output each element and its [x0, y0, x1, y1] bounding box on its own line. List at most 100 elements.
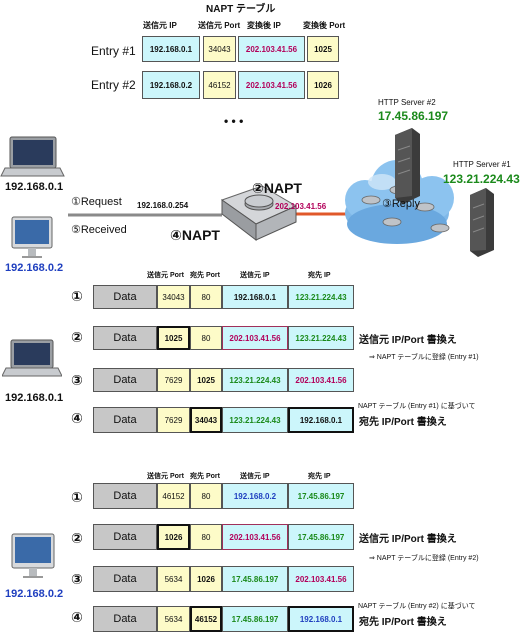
napt-header-nat-port: 変換後 Port — [303, 21, 346, 30]
napt-header-src-ip: 送信元 IP — [143, 21, 177, 30]
http-server-2-icon — [395, 128, 420, 204]
flow2-step4-number: ④ — [71, 609, 83, 625]
flow1-row1-src-port: 34043 — [157, 285, 190, 309]
flow1-row1-dst-port: 80 — [190, 285, 222, 309]
flow1-client-ip: 192.168.0.1 — [5, 392, 64, 404]
napt-entry1-src-port: 34043 — [203, 36, 236, 62]
flow2-step3-number: ③ — [71, 571, 83, 587]
napt-header-nat-ip: 変換後 IP — [247, 21, 281, 30]
imac-client-2-icon — [11, 216, 53, 258]
flow2-row2-src-port: 1026 — [157, 524, 190, 550]
client1-ip: 192.168.0.1 — [5, 181, 64, 193]
flow2-row3-data: Data — [93, 566, 157, 592]
flow2-note4a: NAPT テーブル (Entry #2) に基づいて — [358, 603, 476, 610]
flow1-note2b: ⇒ NAPT テーブルに登録 (Entry #1) — [369, 354, 479, 361]
flow1-step1-number: ① — [71, 288, 83, 304]
napt-entry1-nat-ip: 202.103.41.56 — [238, 36, 305, 62]
flow1-row4-src-port: 7629 — [157, 407, 190, 433]
flow1-row2-dst-ip: 123.21.224.43 — [288, 326, 354, 350]
flow1-row4-src-ip: 123.21.224.43 — [222, 407, 288, 433]
client2-ip: 192.168.0.2 — [5, 262, 64, 274]
flow1-step3-number: ③ — [71, 372, 83, 388]
server1-ip: 123.21.224.43 — [443, 172, 520, 186]
laptop-client-1-icon — [0, 136, 65, 177]
flow1-note2: 送信元 IP/Port 書換え — [359, 335, 457, 346]
napt-ellipsis: • • • — [224, 114, 244, 128]
flow1-note4b: 宛先 IP/Port 書換え — [359, 417, 447, 428]
flow1-header-dst-ip: 宛先 IP — [308, 272, 331, 279]
server2-ip: 17.45.86.197 — [378, 109, 449, 123]
flow2-note4b: 宛先 IP/Port 書換え — [359, 617, 447, 628]
flow1-row3-dst-ip: 202.103.41.56 — [288, 368, 354, 392]
flow2-row3-src-port: 5634 — [157, 566, 190, 592]
flow2-row2-dst-ip: 17.45.86.197 — [288, 524, 354, 550]
flow2-row4-dst-port: 46152 — [190, 606, 222, 632]
flow2-row2-data: Data — [93, 524, 157, 550]
flow2-note2: 送信元 IP/Port 書換え — [359, 534, 457, 545]
napt-entry1-nat-port: 1025 — [307, 36, 339, 62]
napt-router-icon — [220, 185, 298, 242]
napt-header-src-port: 送信元 Port — [198, 21, 241, 30]
napt-entry2-src-port: 46152 — [203, 71, 236, 99]
napt-entry1-src-ip: 192.168.0.1 — [142, 36, 200, 62]
flow2-header-dst-ip: 宛先 IP — [308, 473, 331, 480]
request-label: ①Request — [71, 196, 122, 208]
laptop-client-1-icon — [2, 339, 62, 377]
flow1-header-dst-port: 宛先 Port — [190, 272, 220, 279]
flow2-row1-src-ip: 192.168.0.2 — [222, 483, 288, 509]
napt-entry2-nat-ip: 202.103.41.56 — [238, 71, 305, 99]
flow1-row4-dst-port: 34043 — [190, 407, 222, 433]
flow2-row2-src-ip: 202.103.41.56 — [222, 524, 288, 550]
flow2-step1-number: ① — [71, 489, 83, 505]
flow1-step2-number: ② — [71, 329, 83, 345]
router-wan-ip: 202.103.41.56 — [275, 202, 327, 211]
flow2-row1-dst-port: 80 — [190, 483, 222, 509]
flow1-row2-src-ip: 202.103.41.56 — [222, 326, 288, 350]
napt-entry2-src-ip: 192.168.0.2 — [142, 71, 200, 99]
flow1-row1-data: Data — [93, 285, 157, 309]
flow1-step4-number: ④ — [71, 410, 83, 426]
flow1-row4-data: Data — [93, 407, 157, 433]
flow2-row4-data: Data — [93, 606, 157, 632]
napt-entry2-label: Entry #2 — [91, 78, 136, 92]
napt-table-title: NAPT テーブル — [206, 4, 276, 15]
flow2-row1-data: Data — [93, 483, 157, 509]
flow2-row3-dst-port: 1026 — [190, 566, 222, 592]
flow1-row2-dst-port: 80 — [190, 326, 222, 350]
flow2-step2-number: ② — [71, 530, 83, 546]
flow1-row2-src-port: 1025 — [157, 326, 190, 350]
flow2-row4-src-port: 5634 — [157, 606, 190, 632]
napt-entry1-label: Entry #1 — [91, 44, 136, 58]
flow2-header-dst-port: 宛先 Port — [190, 473, 220, 480]
flow1-row3-data: Data — [93, 368, 157, 392]
flow1-row1-dst-ip: 123.21.224.43 — [288, 285, 354, 309]
napt-step2-label: ②NAPT — [252, 180, 302, 196]
flow2-row3-src-ip: 17.45.86.197 — [222, 566, 288, 592]
flow1-row3-dst-port: 1025 — [190, 368, 222, 392]
flow2-header-src-ip: 送信元 IP — [240, 473, 270, 480]
router-lan-ip: 192.168.0.254 — [137, 201, 189, 210]
network-diagram — [0, 128, 494, 258]
flow1-header-src-port: 送信元 Port — [147, 272, 184, 279]
flow2-row1-src-port: 46152 — [157, 483, 190, 509]
server1-name: HTTP Server #1 — [453, 160, 511, 169]
flow2-header-src-port: 送信元 Port — [147, 473, 184, 480]
flow1-row3-src-ip: 123.21.224.43 — [222, 368, 288, 392]
flow1-row1-src-ip: 192.168.0.1 — [222, 285, 288, 309]
napt-entry2-nat-port: 1026 — [307, 71, 339, 99]
flow2-row1-dst-ip: 17.45.86.197 — [288, 483, 354, 509]
flow1-row2-data: Data — [93, 326, 157, 350]
imac-client-2-icon — [11, 533, 55, 578]
flow2-client-ip: 192.168.0.2 — [5, 588, 64, 600]
server2-name: HTTP Server #2 — [378, 98, 436, 107]
http-server-1-icon — [470, 188, 494, 257]
flow1-header-src-ip: 送信元 IP — [240, 272, 270, 279]
flow2-row2-dst-port: 80 — [190, 524, 222, 550]
flow1-row3-src-port: 7629 — [157, 368, 190, 392]
flow1-note4a: NAPT テーブル (Entry #1) に基づいて — [358, 403, 476, 410]
flow2-row4-src-ip: 17.45.86.197 — [222, 606, 288, 632]
received-label: ⑤Received — [71, 224, 127, 236]
reply-label: ③Reply — [382, 198, 420, 210]
napt-step4-label: ④NAPT — [170, 227, 220, 243]
flow1-row4-dst-ip: 192.168.0.1 — [288, 407, 354, 433]
